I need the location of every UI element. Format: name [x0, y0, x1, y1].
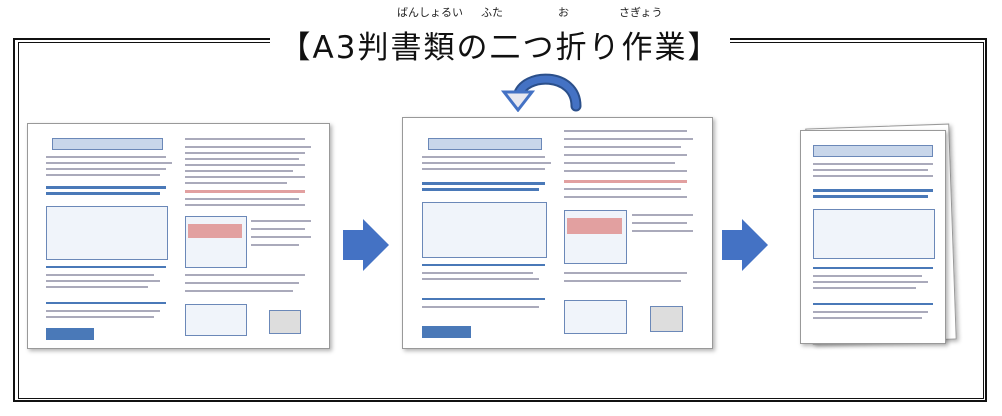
- ruby-o: お: [558, 6, 569, 19]
- ruby-sagyou: さぎょう: [619, 6, 663, 19]
- ruby-shorui: ばんしょるい: [397, 6, 463, 19]
- document-open: [27, 123, 330, 349]
- document-folded: [800, 130, 946, 344]
- document-folding: [402, 117, 713, 349]
- page-title: 【A3判書類の二つ折り作業】: [279, 30, 721, 66]
- ruby-futa: ふた: [481, 6, 503, 19]
- title-block: ばんしょるい ふた お さぎょう 【A3判書類の二つ折り作業】: [270, 0, 730, 70]
- curved-arrow-icon: [500, 73, 582, 112]
